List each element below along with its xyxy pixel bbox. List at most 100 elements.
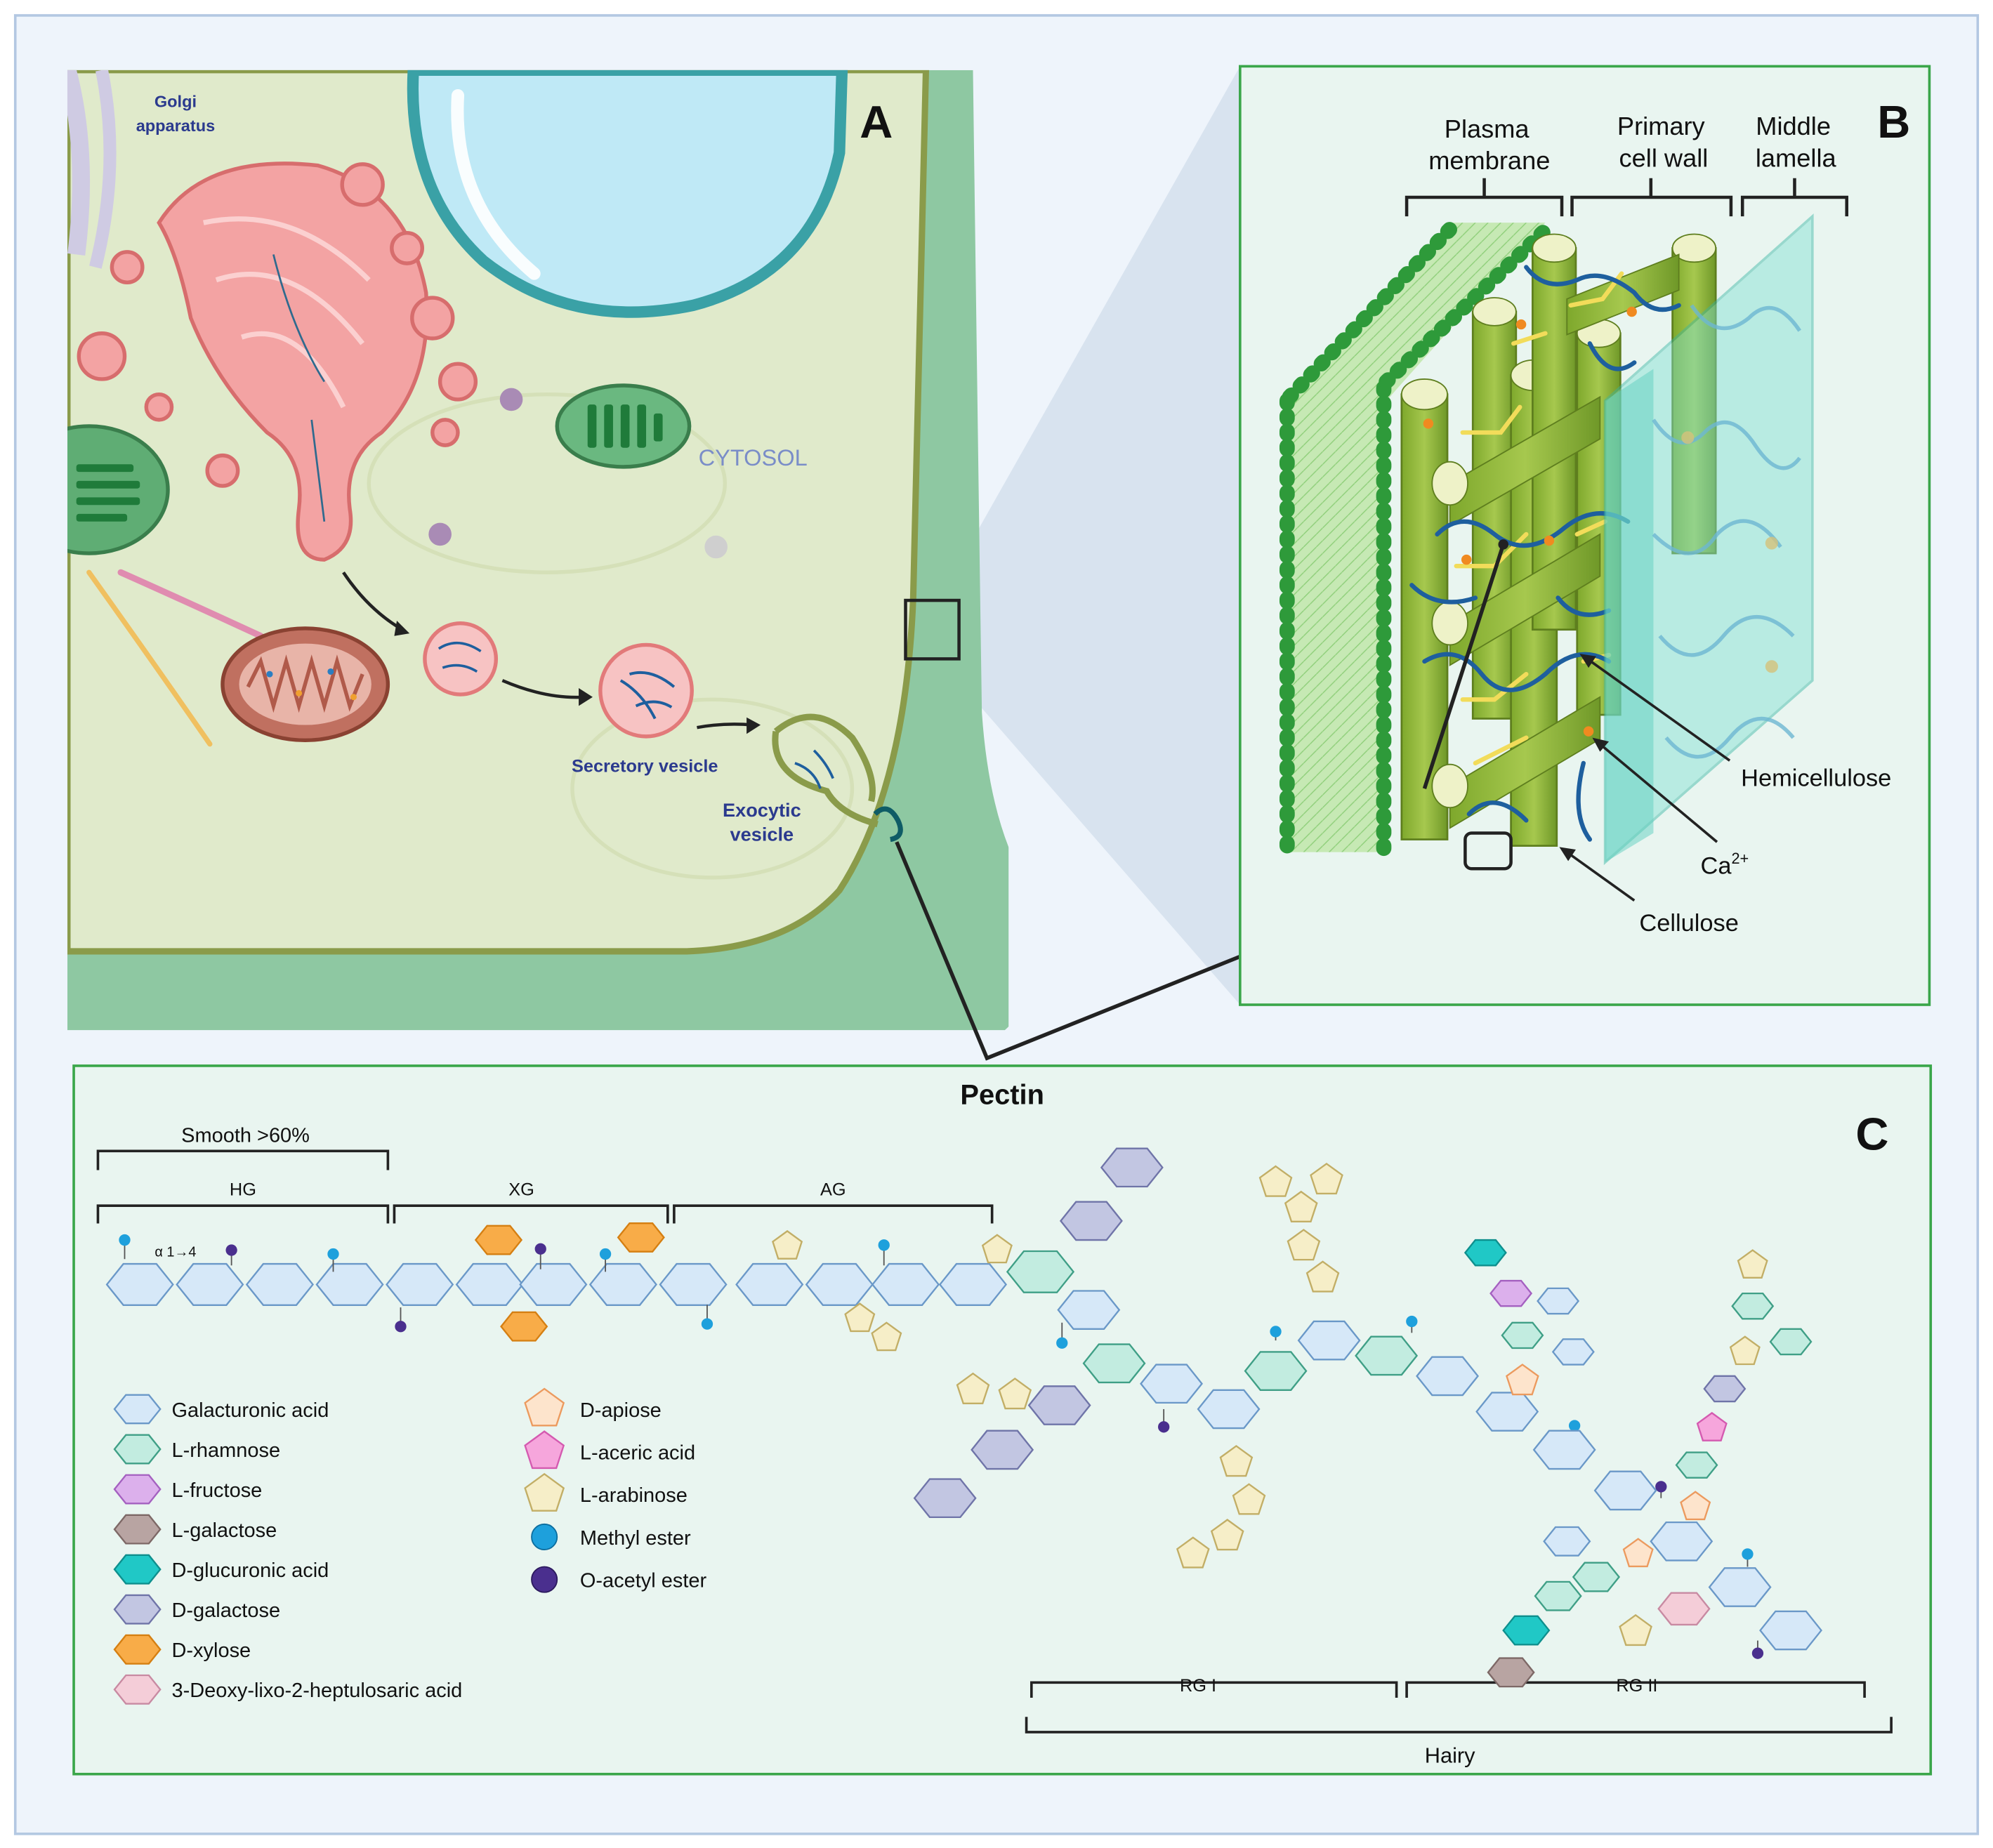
arabinose	[1737, 1249, 1768, 1279]
linkage-label: α 1→4	[154, 1245, 196, 1260]
golgi-apparatus	[77, 161, 478, 562]
panel-a-letter: A	[860, 96, 893, 147]
backbone-residue	[1416, 1356, 1480, 1397]
legend-swatch	[113, 1674, 162, 1705]
arabinose	[1305, 1260, 1340, 1293]
rg1-label: RG I	[1180, 1676, 1216, 1696]
apiose	[1680, 1491, 1711, 1521]
acetyl-ester	[534, 1243, 546, 1255]
arabinose	[1310, 1162, 1343, 1195]
secretory-vesicle-label: Secretory vesicle	[572, 757, 718, 777]
backbone-residue	[1140, 1364, 1204, 1404]
methyl-ester	[1742, 1548, 1754, 1560]
rhamnose	[1731, 1292, 1775, 1320]
calcium-ions	[1423, 306, 1637, 737]
legend-label: 3-Deoxy-lixo-2-heptulosaric acid	[171, 1679, 462, 1702]
galacturonic-acid	[176, 1262, 244, 1306]
arabinose	[1258, 1165, 1293, 1197]
galactose	[1703, 1375, 1747, 1403]
legend-label: D-apiose	[580, 1399, 662, 1422]
plasma-membrane-label-line2: membrane	[1428, 146, 1550, 175]
backbone-residue	[1532, 1430, 1596, 1470]
calcium-label-sup: 2+	[1731, 850, 1749, 867]
golgi-label-line1: Golgi	[154, 92, 197, 110]
arabinose	[1176, 1536, 1210, 1569]
arabinose	[1219, 1445, 1254, 1477]
backbone-residue	[1355, 1335, 1419, 1376]
legend-swatch	[113, 1594, 162, 1625]
galactose	[1027, 1385, 1091, 1425]
middle-lamella-label-line2: lamella	[1756, 143, 1837, 172]
dha-residue	[1657, 1592, 1711, 1626]
methyl-ester	[599, 1248, 612, 1260]
legend-label: L-arabinose	[580, 1484, 688, 1507]
rhamnose	[1572, 1562, 1621, 1592]
legend-label: L-fructose	[171, 1479, 262, 1502]
rhamnose	[1534, 1580, 1582, 1611]
acetyl-ester	[1655, 1481, 1667, 1493]
arabinose	[1619, 1613, 1652, 1646]
acetyl-ester	[1751, 1647, 1764, 1659]
middle-lamella-label-line1: Middle	[1756, 112, 1831, 140]
backbone-residue	[1082, 1343, 1146, 1384]
galacturonic-acid	[519, 1262, 588, 1306]
legend-label: D-xylose	[171, 1639, 251, 1662]
primary-cell-wall-label-line2: cell wall	[1619, 143, 1709, 172]
galacturonic-acid	[938, 1262, 1008, 1306]
galactose	[1059, 1201, 1123, 1241]
methyl-ester	[1056, 1337, 1068, 1349]
backbone-residue	[1759, 1610, 1823, 1651]
galacturonic-acid	[1543, 1526, 1591, 1557]
glucuronic-acid	[1463, 1239, 1507, 1267]
calcium-label: Ca2+	[1700, 850, 1749, 879]
galacturonic-acid	[1537, 1287, 1580, 1315]
rhamnose	[1501, 1321, 1544, 1349]
arabinose	[1232, 1483, 1266, 1515]
methyl-ester	[327, 1248, 339, 1260]
aceric-acid	[1696, 1411, 1728, 1441]
secretory-vesicle	[598, 642, 694, 739]
hairy-label: Hairy	[1425, 1743, 1475, 1767]
legend-swatch	[113, 1514, 162, 1545]
galacturonic-acid	[386, 1262, 454, 1306]
galactose	[971, 1430, 1034, 1470]
panel-c-letter: C	[1855, 1108, 1888, 1159]
legend-label: O-acetyl ester	[580, 1569, 707, 1592]
methyl-ester	[1568, 1420, 1581, 1432]
xylose	[500, 1311, 548, 1342]
glucuronic-acid	[1502, 1615, 1551, 1646]
arabinose	[1729, 1335, 1761, 1366]
legend-swatch	[524, 1472, 565, 1512]
hemicellulose-label: Hemicellulose	[1741, 765, 1891, 791]
galacturonic-acid	[315, 1262, 384, 1306]
pectin-sugar-chain	[105, 1147, 1823, 1688]
pectin-chains	[1409, 265, 1681, 842]
panel-b-letter: B	[1877, 96, 1910, 147]
arabinose	[844, 1302, 876, 1333]
legend-label: Galacturonic acid	[171, 1399, 329, 1422]
zoom-box	[904, 598, 961, 661]
smooth-label: Smooth >60%	[181, 1125, 310, 1147]
exocytic-label-line1: Exocytic	[723, 799, 801, 821]
galacturonic-acid	[805, 1262, 874, 1306]
backbone-residue	[1708, 1567, 1772, 1607]
golgi-label-line2: apparatus	[136, 117, 215, 135]
galacturonic-acid	[455, 1262, 524, 1306]
legend-swatch	[113, 1434, 162, 1465]
galacturonic-acid	[1551, 1338, 1595, 1366]
legend-label: D-glucuronic acid	[171, 1559, 329, 1582]
xylose	[474, 1225, 523, 1255]
cellulose-label: Cellulose	[1639, 910, 1739, 937]
cytosol-label: CYTOSOL	[699, 444, 808, 470]
legend-swatch	[113, 1474, 162, 1505]
transport-vesicle	[423, 621, 499, 697]
legend-swatch	[524, 1387, 565, 1427]
l-galactose	[1487, 1657, 1535, 1688]
galacturonic-acid	[735, 1262, 804, 1306]
acetyl-ester	[395, 1321, 407, 1333]
panel-b: B Plasma membrane Primary cell wall Midd…	[1239, 65, 1931, 1006]
backbone-residue	[1593, 1470, 1657, 1511]
apiose	[1506, 1364, 1539, 1396]
galactose	[913, 1478, 977, 1519]
